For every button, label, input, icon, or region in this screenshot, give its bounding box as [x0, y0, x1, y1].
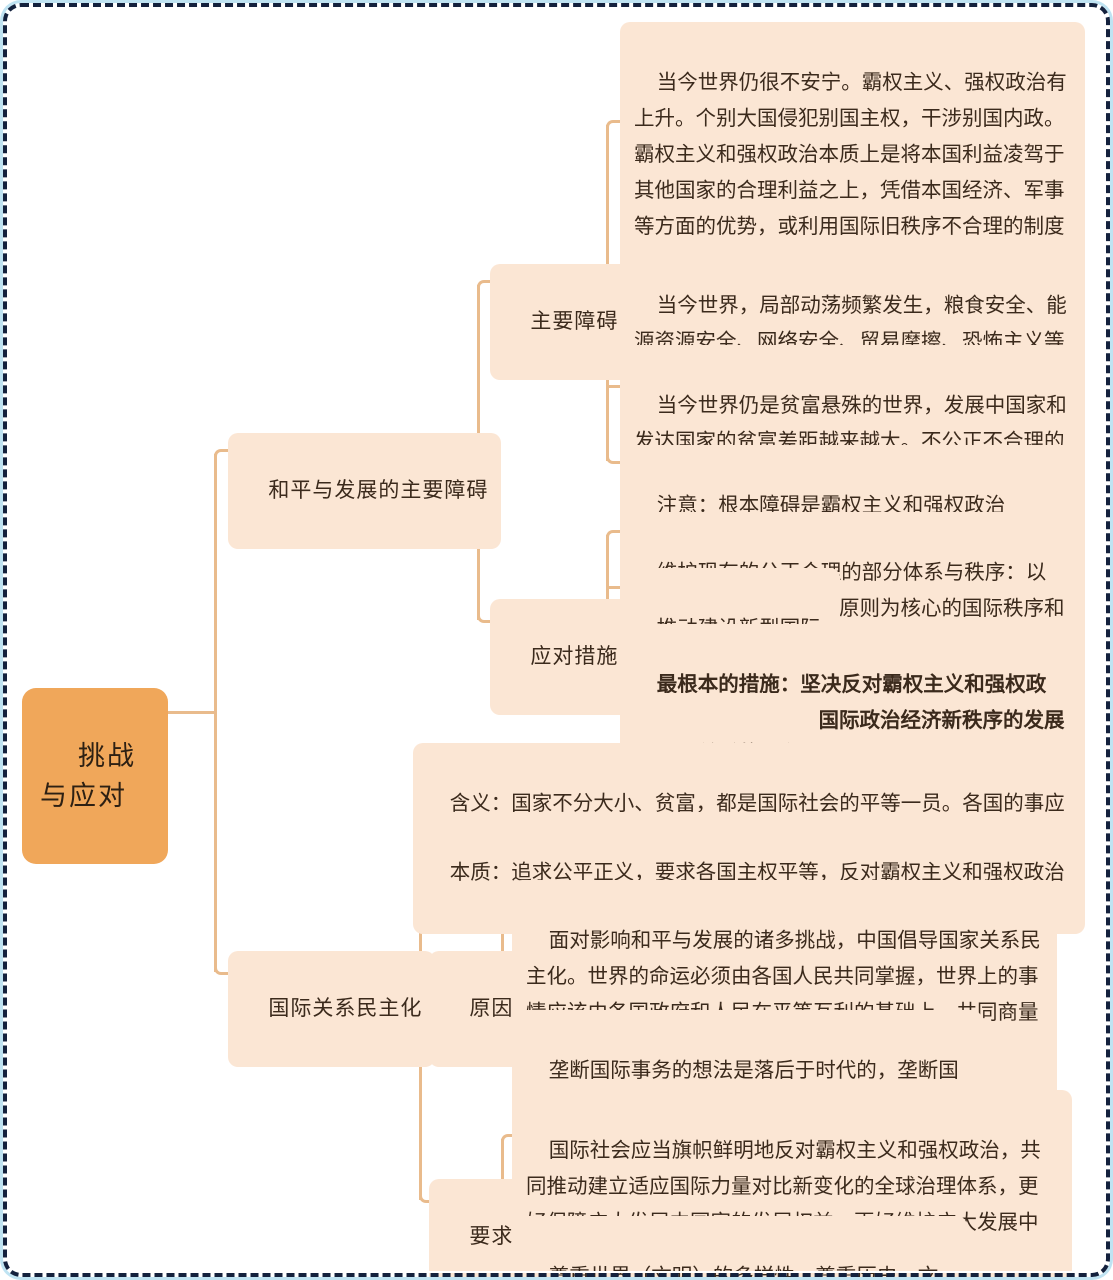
subbranch-node-countermeasures[interactable]: 应对措施	[490, 599, 632, 715]
subbranch-node-reasons[interactable]: 原因	[429, 951, 527, 1067]
connector-cap-yaoqiu	[419, 1188, 434, 1203]
connector-root-stub	[166, 711, 216, 714]
subbranch-node-label: 原因	[469, 997, 514, 1020]
connector-cap-zhuyao	[477, 280, 492, 295]
branch-node-democratization[interactable]: 国际关系民主化	[228, 951, 436, 1067]
root-node-label: 挑战与应对	[40, 741, 137, 811]
leaf-node[interactable]: 尊重世界（文明）的多样性，尊重历史、文化、社会制度和发展道路	[512, 1216, 967, 1280]
subbranch-node-requirements[interactable]: 要求	[429, 1179, 527, 1280]
connector-zb-3	[606, 385, 620, 388]
connector-cap-yq-1	[501, 1134, 516, 1149]
connector-trunk-main	[214, 454, 217, 972]
subbranch-node-label: 应对措施	[530, 645, 619, 668]
subbranch-node-label: 主要障碍	[530, 310, 619, 333]
connector-cap-zb-1	[606, 120, 621, 135]
branch-node-label: 和平与发展的主要障碍	[268, 479, 489, 502]
connector-cap-yingdui	[477, 608, 492, 623]
subbranch-node-main-obstacles[interactable]: 主要障碍	[490, 264, 632, 380]
branch-node-label: 国际关系民主化	[268, 997, 423, 1020]
connector-cap-branch2	[214, 960, 229, 975]
connector-cap-yd-1	[606, 530, 621, 545]
root-node[interactable]: 挑战与应对	[22, 688, 168, 864]
leaf-node-text: 尊重世界（文明）的多样性，尊重历史、文化、社会制度和发展道路	[548, 1265, 939, 1280]
connector-cap-branch1	[214, 449, 229, 464]
branch-node-peace-obstacles[interactable]: 和平与发展的主要障碍	[228, 433, 502, 549]
connector-yd-2	[606, 586, 620, 589]
leaf-node-text: 本质：追求公平正义，要求各国主权平等，反对霸权主义和强权政治	[449, 861, 1065, 884]
connector-cap-zb-4	[606, 449, 621, 464]
subbranch-node-label: 要求	[469, 1225, 514, 1248]
leaf-node-text: 注意：根本障碍是霸权主义和强权政治	[656, 494, 1006, 517]
